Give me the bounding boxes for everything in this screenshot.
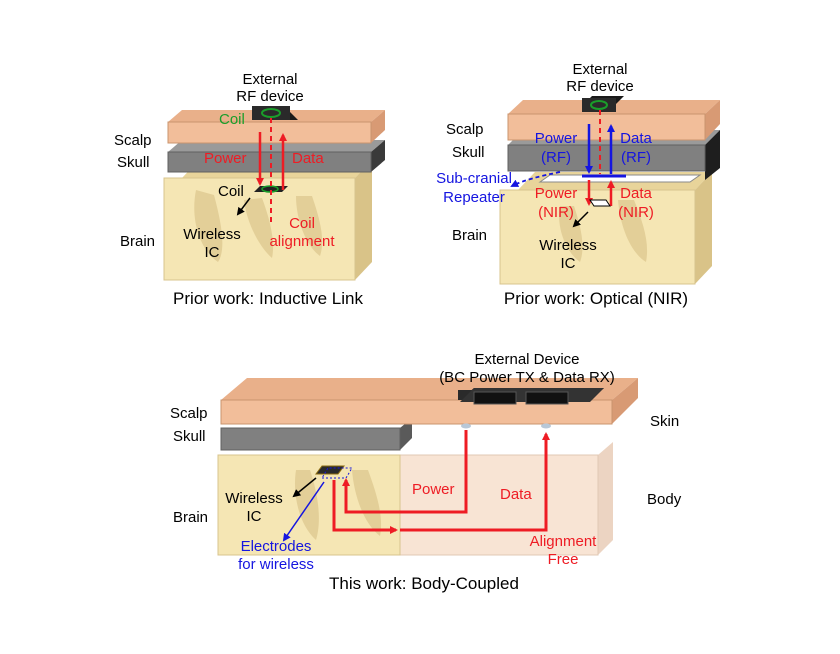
data-rf-label-line1: Data (620, 130, 652, 147)
skin-label: Skin (650, 413, 679, 430)
caption-inductive: Prior work: Inductive Link (173, 289, 363, 308)
panel-optical: External RF device Scalp Skull Brain Pow… (436, 61, 720, 308)
power-rf-label-line1: Power (535, 130, 578, 147)
power-rf-label-line2: (RF) (541, 149, 571, 166)
brain-label: Brain (173, 509, 208, 526)
electrodes-pointer (282, 481, 325, 542)
power-nir-label-line1: Power (535, 185, 578, 202)
body-block (399, 442, 613, 556)
panel-inductive: External RF device Scalp Skull Brain Coi… (114, 71, 385, 308)
scalp-label: Scalp (446, 121, 484, 138)
wireless-label-line1: Wireless (539, 237, 597, 254)
wireless-ic-pointer (292, 477, 317, 498)
wireless-ic-pointer (236, 197, 251, 216)
coil-top-label: Coil (219, 111, 245, 128)
power-path (342, 430, 468, 514)
alignment-free-label-line1: Alignment (530, 533, 598, 550)
power-label: Power (412, 481, 455, 498)
scalp-skin-layer (220, 378, 638, 425)
external-label-line2: RF device (236, 88, 304, 105)
wireless-label-line2: IC (247, 508, 262, 525)
coil-alignment-label-line2: alignment (269, 233, 335, 250)
brain-block (499, 172, 712, 285)
external-label-line1: External Device (474, 351, 579, 368)
panel-body-coupled: External Device (BC Power TX & Data RX) … (170, 351, 682, 593)
implant-chip (589, 199, 611, 207)
skull-label: Skull (173, 428, 206, 445)
data-path-lower (332, 480, 398, 534)
caption-optical: Prior work: Optical (NIR) (504, 289, 688, 308)
repeater-label-line1: Sub-cranial (436, 170, 512, 187)
wireless-label-line2: IC (561, 255, 576, 272)
brain-label: Brain (452, 227, 487, 244)
external-device (458, 388, 604, 429)
scalp-label: Scalp (114, 132, 152, 149)
data-label: Data (292, 150, 324, 167)
brain-block (163, 160, 372, 281)
skull-label: Skull (452, 144, 485, 161)
body-label: Body (647, 491, 682, 508)
caption-body-coupled: This work: Body-Coupled (329, 574, 519, 593)
external-label-line2: RF device (566, 78, 634, 95)
external-coil-device (252, 106, 298, 120)
implant-ic (315, 465, 353, 479)
data-label: Data (500, 486, 532, 503)
alignment-free-label-line2: Free (548, 551, 579, 568)
repeater-label-line2: Repeater (443, 189, 505, 206)
external-rf-device (582, 96, 624, 112)
power-label: Power (204, 150, 247, 167)
skull-layer (220, 418, 412, 451)
brain-label: Brain (120, 233, 155, 250)
skull-layer (167, 140, 385, 173)
external-label-line1: External (572, 61, 627, 78)
sub-cranial-repeater (538, 174, 702, 183)
data-nir-label-line1: Data (620, 185, 652, 202)
data-rf-label-line2: (RF) (621, 149, 651, 166)
wireless-label-line2: IC (205, 244, 220, 261)
scalp-label: Scalp (170, 405, 208, 422)
data-path-return (400, 432, 550, 532)
external-label-line2: (BC Power TX & Data RX) (439, 369, 615, 386)
external-label-line1: External (242, 71, 297, 88)
data-nir-label-line2: (NIR) (618, 204, 654, 221)
wireless-label-line1: Wireless (183, 226, 241, 243)
wireless-label-line1: Wireless (225, 490, 283, 507)
electrodes-label-line2: for wireless (238, 556, 314, 573)
coil-bottom-label: Coil (218, 183, 244, 200)
power-nir-label-line2: (NIR) (538, 204, 574, 221)
skull-label: Skull (117, 154, 150, 171)
coil-alignment-label-line1: Coil (289, 215, 315, 232)
electrodes-label-line1: Electrodes (241, 538, 312, 555)
wireless-ic-pointer (572, 211, 589, 228)
